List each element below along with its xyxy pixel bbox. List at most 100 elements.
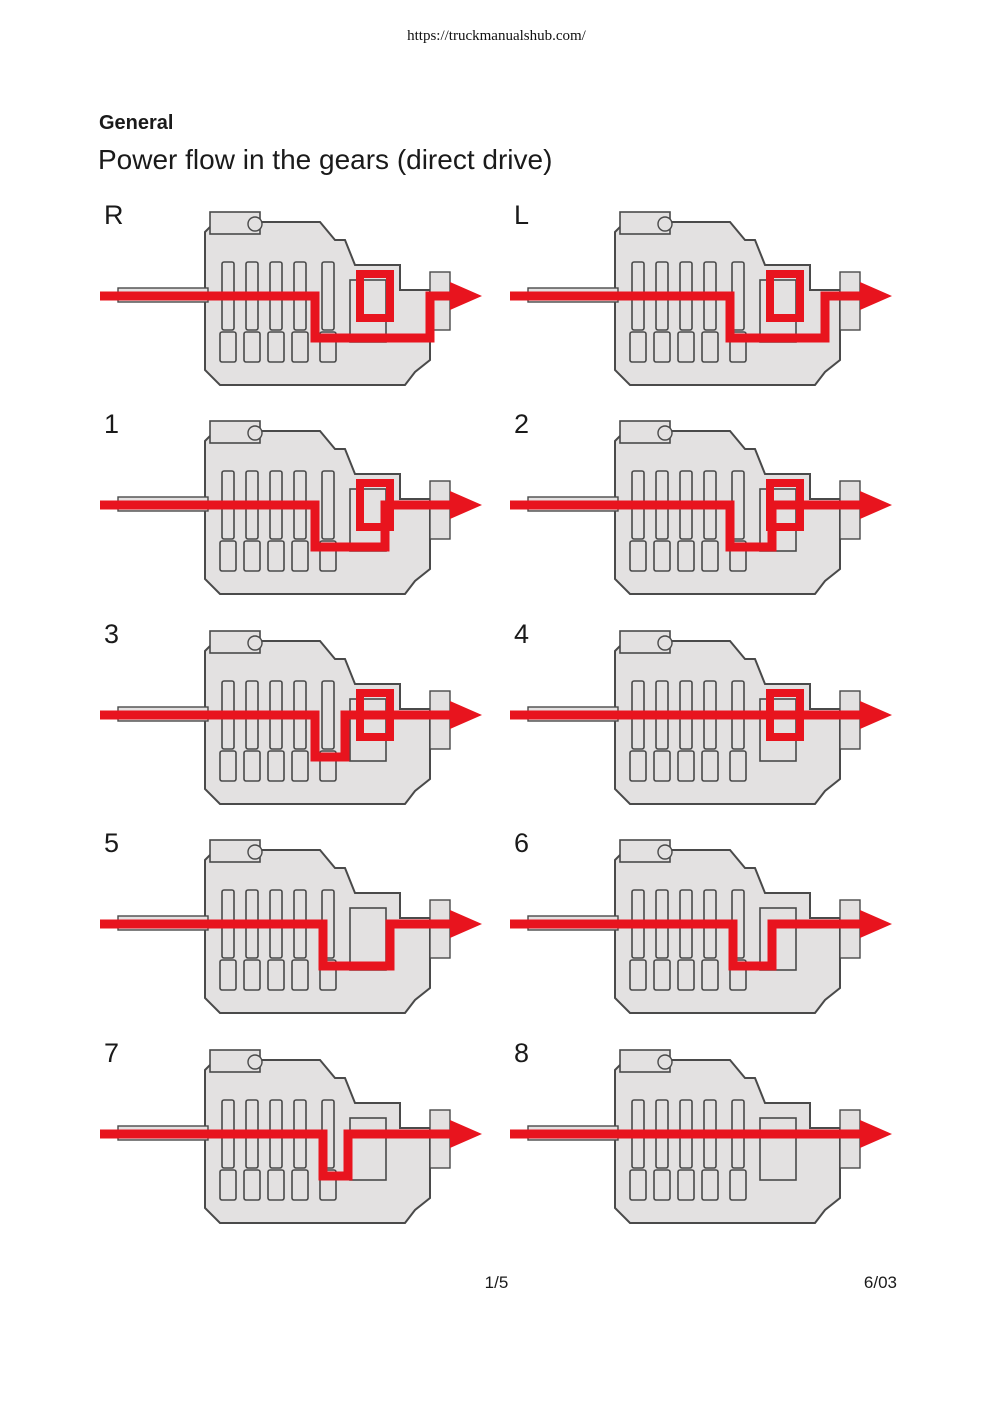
counter-shaft-gear	[729, 1169, 747, 1201]
gearbox-diagram	[510, 420, 892, 595]
gearbox-diagram	[510, 1049, 892, 1224]
power-flow-arrowhead	[450, 1120, 482, 1148]
counter-shaft-gear	[267, 331, 285, 363]
counter-shaft-gear	[677, 540, 695, 572]
counter-shaft-gear	[291, 959, 309, 991]
gearbox-diagram	[100, 630, 482, 805]
counter-shaft-gear	[729, 959, 747, 991]
gear-label: 4	[514, 619, 530, 649]
output-flange	[429, 480, 451, 540]
counter-shaft-gear	[291, 750, 309, 782]
counter-shaft-gear	[653, 331, 671, 363]
gear-label: 3	[104, 619, 120, 649]
gear-label: 8	[514, 1038, 530, 1068]
shift-housing	[657, 635, 673, 651]
counter-shaft-gear	[291, 331, 309, 363]
gear-label: 1	[104, 409, 120, 439]
counter-shaft-gear	[219, 959, 237, 991]
gear-panel-1: 1	[100, 409, 500, 609]
counter-shaft-gear	[701, 1169, 719, 1201]
gear-panel-l: L	[510, 200, 910, 400]
gear-label: 6	[514, 828, 530, 858]
page-number: 1/5	[484, 1273, 509, 1292]
shift-housing	[657, 216, 673, 232]
power-flow-arrowhead	[860, 910, 892, 938]
shift-housing	[247, 1054, 263, 1070]
gearbox-diagram	[100, 1049, 482, 1224]
power-flow-path	[510, 919, 865, 971]
source-url[interactable]: https://truckmanualshub.com/	[407, 28, 586, 44]
synchronizer-box	[766, 479, 804, 531]
output-flange	[429, 1109, 451, 1169]
shift-housing	[657, 1054, 673, 1070]
counter-shaft-gear	[243, 959, 261, 991]
power-flow-path	[100, 1129, 455, 1181]
gear-label: 5	[104, 828, 120, 858]
counter-shaft-gear	[701, 959, 719, 991]
shift-housing	[247, 635, 263, 651]
gear-label: 7	[104, 1038, 120, 1068]
counter-shaft-gear	[243, 540, 261, 572]
counter-shaft-gear	[267, 750, 285, 782]
counter-shaft-gear	[319, 750, 337, 782]
counter-shaft-gear	[677, 959, 695, 991]
power-flow-arrowhead	[860, 282, 892, 310]
gearbox-housing	[204, 1059, 431, 1224]
counter-shaft-gear	[267, 1169, 285, 1201]
counter-shaft-gear	[243, 1169, 261, 1201]
counter-shaft-gear	[319, 331, 337, 363]
synchronizer-box	[356, 689, 394, 741]
shift-housing	[247, 216, 263, 232]
gearbox-housing	[614, 849, 841, 1014]
counter-shaft-gear	[291, 1169, 309, 1201]
gear-panel-4: 4	[510, 619, 910, 819]
counter-shaft-gear	[677, 331, 695, 363]
counter-shaft-gear	[677, 750, 695, 782]
revision-date: 6/03	[863, 1273, 897, 1292]
shift-housing	[657, 844, 673, 860]
output-flange	[839, 1109, 861, 1169]
counter-shaft-gear	[653, 750, 671, 782]
output-flange	[839, 480, 861, 540]
counter-shaft-gear	[291, 540, 309, 572]
shift-housing	[247, 844, 263, 860]
gearbox-housing	[614, 640, 841, 805]
power-flow-arrowhead	[450, 491, 482, 519]
counter-shaft-gear	[729, 540, 747, 572]
counter-shaft-gear	[319, 1169, 337, 1201]
gear-panel-r: R	[100, 200, 500, 400]
gearbox-diagram	[510, 211, 892, 386]
range-gear	[759, 1117, 797, 1181]
output-flange	[429, 899, 451, 959]
counter-shaft-gear	[629, 331, 647, 363]
gearbox-housing	[204, 849, 431, 1014]
gearbox-housing	[614, 1059, 841, 1224]
power-flow-arrowhead	[450, 910, 482, 938]
power-flow-path	[510, 500, 865, 552]
gearbox-diagram	[100, 211, 482, 386]
main-shaft-gear	[321, 470, 335, 540]
gear-panel-3: 3	[100, 619, 500, 819]
shift-housing	[657, 425, 673, 441]
power-flow-arrowhead	[860, 491, 892, 519]
power-flow-path	[100, 919, 455, 971]
synchronizer-box	[766, 270, 804, 322]
counter-shaft-gear	[219, 331, 237, 363]
output-flange	[429, 690, 451, 750]
counter-shaft-gear	[629, 1169, 647, 1201]
power-flow-arrowhead	[860, 1120, 892, 1148]
gear-label: 2	[514, 409, 530, 439]
gear-panel-7: 7	[100, 1038, 500, 1238]
counter-shaft-gear	[677, 1169, 695, 1201]
counter-shaft-gear	[319, 540, 337, 572]
counter-shaft-gear	[629, 959, 647, 991]
counter-shaft-gear	[701, 750, 719, 782]
synchronizer-box	[766, 689, 804, 741]
counter-shaft-gear	[243, 750, 261, 782]
main-shaft-gear	[321, 261, 335, 331]
gearbox-diagram	[510, 839, 892, 1014]
gearbox-diagram	[510, 630, 892, 805]
power-flow-arrowhead	[860, 701, 892, 729]
counter-shaft-gear	[219, 750, 237, 782]
gearbox-diagram	[100, 420, 482, 595]
